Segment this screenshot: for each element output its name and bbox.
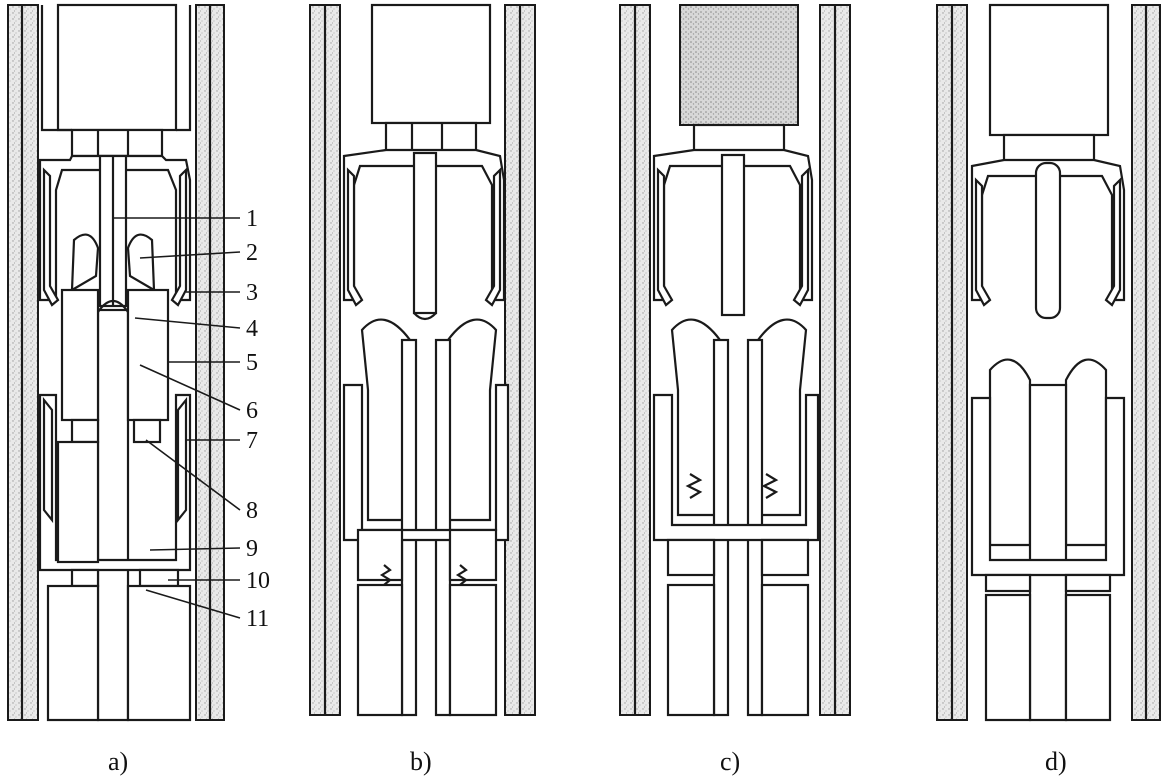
callout-4: 4: [246, 316, 258, 342]
callout-11: 11: [246, 606, 269, 632]
panel-a: [7, 3, 225, 722]
hook-left: [70, 233, 100, 292]
caption-a: a): [108, 747, 128, 776]
panel-c: [619, 4, 851, 717]
socket-tube: [96, 308, 130, 722]
callout-2: 2: [246, 240, 258, 266]
hook-right: [126, 233, 156, 292]
callout-5: 5: [246, 350, 258, 376]
upper-latch-left: [42, 167, 60, 307]
panel-d: [936, 3, 1161, 722]
caption-d: d): [1045, 747, 1067, 776]
caption-c: c): [720, 747, 740, 776]
caption-b: b): [410, 747, 432, 776]
callout-leaders: [113, 217, 241, 619]
callout-10: 10: [246, 568, 270, 594]
callout-labels: 1 2 3 4 5 6 7 8 9 10 11: [246, 206, 270, 632]
callout-9: 9: [246, 536, 258, 562]
callout-3: 3: [246, 280, 258, 306]
upper-block: [56, 3, 178, 132]
upper-latch-right: [170, 167, 188, 307]
callout-1: 1: [246, 206, 258, 232]
callout-6: 6: [246, 398, 258, 424]
panel-b: [309, 3, 536, 717]
callout-7: 7: [246, 428, 258, 454]
panel-captions: a) b) c) d): [108, 747, 1067, 776]
callout-8: 8: [246, 498, 258, 524]
